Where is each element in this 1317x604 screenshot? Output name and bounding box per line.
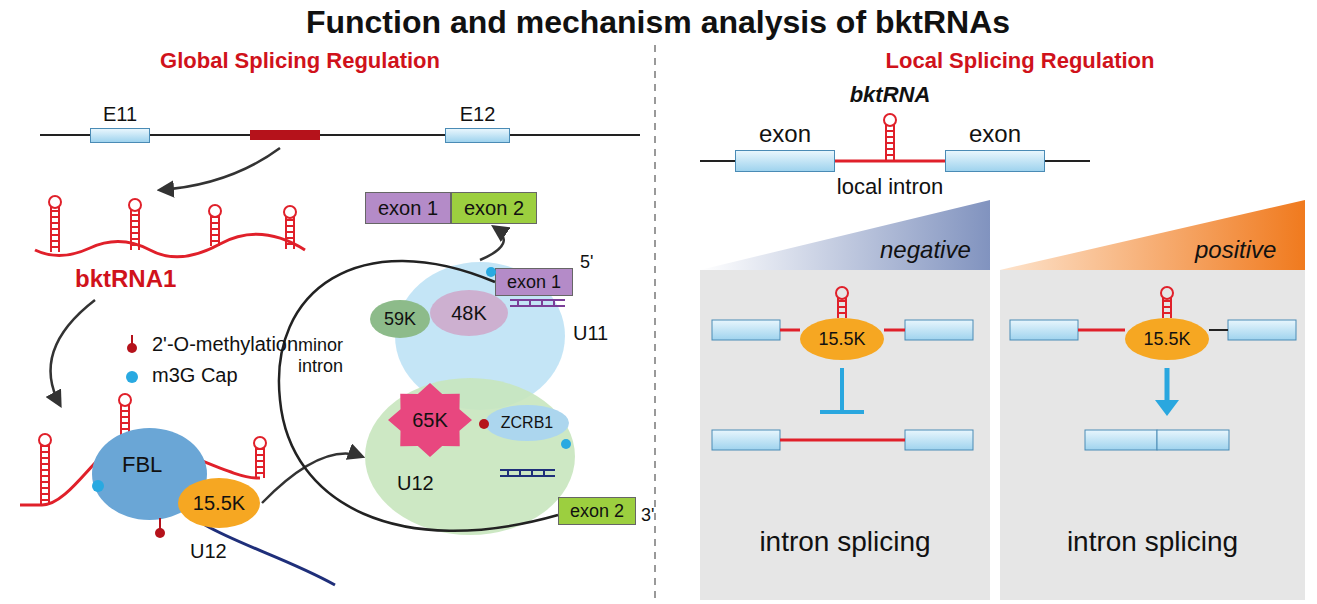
section-heading: Local Splicing Regulation	[886, 48, 1155, 73]
node-label: 48K	[451, 302, 487, 325]
hairpin	[49, 196, 61, 252]
positive-panel-art	[1010, 320, 1296, 450]
legend-lollipop	[127, 343, 137, 353]
title: Function and mechanism analysis of bktRN…	[306, 4, 1010, 41]
u11-pairing	[510, 300, 565, 306]
node-label: 15.5K	[193, 492, 245, 515]
protein-15-5k: 15.5K	[800, 318, 884, 360]
node-label: exon 1	[507, 272, 561, 293]
gene-line	[1045, 160, 1090, 162]
negative-panel: intron splicing 15.5K	[700, 270, 990, 600]
snrna-name: U12	[190, 540, 227, 563]
hairpin	[884, 114, 896, 160]
cap-dot	[561, 439, 571, 449]
exon-box: E12	[445, 128, 510, 143]
node-label: 15.5K	[818, 329, 865, 350]
legend-lollipop	[131, 335, 133, 348]
intron-label: local intron	[837, 174, 943, 199]
bktrna-locus	[250, 130, 320, 140]
hairpin	[836, 287, 848, 318]
transcription-arrow	[160, 148, 280, 190]
u12-pairing	[500, 470, 555, 476]
exon-box: exon	[945, 150, 1045, 172]
exon-box: exon 1	[495, 268, 573, 296]
node-label: positive	[1195, 236, 1276, 264]
node-label: intron splicing	[759, 526, 930, 558]
node-label: 15.5K	[1143, 329, 1190, 350]
hairpin	[39, 434, 51, 505]
protein-15-5k: 15.5K	[178, 478, 260, 528]
exon-box: exon 2	[451, 192, 537, 224]
node-label: exon 2	[464, 197, 524, 220]
u12-snrnp: U12 65K ZCRB1	[365, 378, 575, 535]
intron-line	[835, 160, 945, 163]
rna-strand	[35, 234, 305, 256]
intron-label: minor intron	[298, 335, 372, 376]
protein-zcrb1: ZCRB1	[485, 405, 569, 441]
end-mark: 3'	[641, 505, 654, 526]
node-label: 59K	[384, 309, 416, 330]
node-label: ZCRB1	[501, 414, 553, 432]
node-label: exon	[759, 120, 811, 148]
negative-wedge: negative	[700, 200, 990, 270]
node-label: exon 1	[378, 197, 438, 220]
exon-box: exon 1	[365, 192, 451, 224]
protein-48k: 48K	[430, 290, 508, 336]
exon-box: exon 2	[558, 497, 636, 525]
node-label: negative	[880, 236, 971, 264]
node-label: intron splicing	[1067, 526, 1238, 558]
processing-arrow	[51, 300, 95, 405]
methyl-dot	[479, 419, 489, 429]
gene-line	[700, 160, 735, 162]
node-label: E12	[460, 103, 496, 126]
hairpin	[254, 437, 266, 478]
end-mark: 5'	[580, 252, 593, 273]
node-label: E11	[103, 103, 137, 126]
cap-dot	[486, 267, 496, 277]
minor-intron-loop	[279, 261, 558, 531]
protein-59k: 59K	[370, 300, 430, 338]
node-label: exon 2	[570, 501, 624, 522]
legend-text: m3G Cap	[152, 364, 238, 387]
legend-swatch	[126, 371, 138, 383]
protein-65k: 65K	[388, 383, 472, 457]
rna-name: bktRNA	[850, 82, 931, 107]
rna-name: bktRNA1	[75, 265, 176, 293]
hairpin	[129, 199, 141, 250]
methyl-lollipop	[159, 518, 161, 530]
hairpin	[1161, 287, 1173, 318]
positive-wedge: positive	[1000, 200, 1305, 270]
node-label: 65K	[412, 409, 448, 432]
methyl-lollipop	[155, 528, 165, 538]
positive-panel: intron splicing 15.5K	[1000, 270, 1305, 600]
protein-15-5k: 15.5K	[1125, 318, 1209, 360]
node-label: FBL	[122, 452, 162, 477]
node-label: exon	[969, 120, 1021, 148]
connector-arrow	[262, 454, 362, 503]
hairpin	[209, 205, 221, 246]
exon-box: exon	[735, 150, 835, 172]
section-heading: Global Splicing Regulation	[160, 48, 440, 73]
legend-text: 2'-O-methylation	[152, 333, 298, 356]
node-label: U12	[397, 472, 434, 495]
exon-box: E11	[90, 128, 150, 143]
negative-panel-art	[712, 320, 973, 450]
connector-arrow	[480, 227, 504, 260]
cap-dot	[92, 480, 104, 492]
node-label: U11	[573, 322, 608, 345]
hairpin	[284, 206, 296, 249]
